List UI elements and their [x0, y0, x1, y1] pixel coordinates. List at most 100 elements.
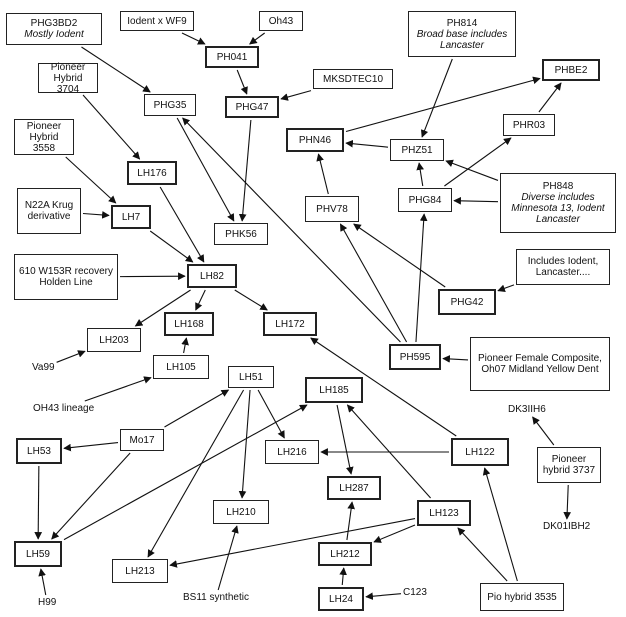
node-title: PHG35 — [153, 99, 187, 111]
label-h99: H99 — [38, 597, 57, 608]
node-iodent-wf9: Iodent x WF9 — [120, 11, 194, 31]
node-lh7: LH7 — [111, 205, 151, 229]
edge-Pioneer3558-to-LH7 — [65, 156, 117, 204]
edge-LH185-to-LH287 — [336, 404, 354, 475]
node-subtitle: Mostly Iodent — [24, 29, 84, 40]
node-title: LH168 — [174, 318, 204, 330]
node-pioneer-3558: Pioneer Hybrid 3558 — [14, 119, 74, 155]
edge-Oh43top-to-PH041 — [249, 32, 265, 45]
node-title: LH203 — [99, 334, 129, 346]
node-pio-3535: Pio hybrid 3535 — [480, 583, 564, 611]
node-title: PHG42 — [450, 296, 484, 308]
node-lh53: LH53 — [16, 438, 62, 464]
node-title: LH59 — [26, 548, 50, 560]
node-title: MKSDTEC10 — [322, 73, 383, 85]
node-title: LH213 — [125, 565, 155, 577]
edge-PHG47-to-PHK56 — [238, 119, 252, 222]
node-lh168: LH168 — [164, 312, 214, 336]
node-lh24: LH24 — [318, 587, 364, 611]
edge-PH814-to-PHZ51 — [420, 58, 453, 138]
node-title: PHBE2 — [554, 64, 588, 76]
node-phg47: PHG47 — [225, 96, 279, 118]
node-title: PHR03 — [512, 119, 546, 131]
edge-Va99-to-LH203 — [56, 350, 86, 363]
edge-LH24-to-LH212 — [339, 567, 347, 586]
edge-LH176-to-LH82 — [159, 186, 205, 263]
edge-Mo17-to-LH51 — [164, 389, 230, 428]
node-title: PH041 — [216, 51, 248, 63]
node-lh59: LH59 — [14, 541, 62, 567]
edge-PH848-to-PHG84 — [453, 196, 499, 205]
node-title: LH210 — [226, 506, 256, 518]
edge-Mo17-to-LH53 — [63, 442, 119, 452]
edge-IodentWF9-to-PH041 — [181, 32, 206, 45]
edge-Pio3535-to-LH123 — [457, 527, 508, 582]
edge-LH82-to-LH172 — [234, 289, 268, 311]
edge-Pio3535-to-LH122 — [482, 467, 518, 582]
edge-LH212-to-LH287 — [346, 501, 355, 541]
node-title: LH185 — [319, 384, 349, 396]
node-title: PHZ51 — [401, 144, 433, 156]
node-lh51: LH51 — [228, 366, 274, 388]
edge-PHG84-to-PHR03 — [444, 137, 512, 187]
node-title: Pioneer hybrid 3737 — [542, 454, 596, 476]
node-title: PH848 — [542, 181, 574, 192]
node-title: PHN46 — [298, 134, 332, 146]
node-subtitle: Broad base includes Lancaster — [416, 28, 508, 51]
node-pioneer-3704: Pioneer Hybrid 3704 — [38, 62, 98, 95]
edge-PHG42-to-PHV78 — [353, 223, 446, 288]
edge-LH7-to-LH82 — [149, 230, 194, 263]
edge-BS11-to-LH210 — [217, 525, 239, 591]
label-va99: Va99 — [32, 362, 55, 373]
node-title: LH176 — [137, 167, 167, 179]
node-title: LH212 — [330, 548, 360, 560]
edge-Pioneer3737-to-DK3IIH6 — [532, 416, 555, 446]
edge-Mo17-to-LH59 — [51, 452, 131, 540]
node-title: Pio hybrid 3535 — [487, 591, 557, 603]
edge-LH53-to-LH59 — [34, 465, 43, 540]
label-oh43-lineage: OH43 lineage — [33, 403, 95, 414]
node-title: PHG47 — [235, 101, 269, 113]
edge-PHN46-to-PHBE2 — [345, 76, 541, 133]
node-phg42: PHG42 — [438, 289, 496, 315]
edge-IncludesIodent-to-PHG42 — [497, 284, 515, 292]
edge-PHG35-to-PHK56 — [176, 117, 235, 222]
node-ph848: PH848 Diverse includes Minnesota 13, Iod… — [500, 173, 616, 233]
node-lh287: LH287 — [327, 476, 381, 500]
edge-PH848-to-PHZ51 — [445, 159, 499, 181]
edge-OH43lineage-to-LH105 — [84, 376, 152, 402]
node-subtitle: Diverse includes Minnesota 13, Iodent La… — [511, 192, 605, 225]
node-title: PHG3BD2 — [30, 18, 78, 29]
edge-PH595-to-PHG84 — [415, 213, 428, 343]
label-bs11-synthetic: BS11 synthetic — [183, 592, 249, 603]
edge-PH041-to-PHG47 — [236, 69, 248, 95]
node-pioneer-female: Pioneer Female Composite, Oh07 Midland Y… — [470, 337, 610, 391]
edge-PH595-to-PHG35 — [182, 117, 401, 343]
edge-PHG3BD2-to-PHG35 — [81, 46, 151, 93]
edge-LH51-to-LH213 — [147, 389, 245, 558]
node-phk56: PHK56 — [214, 223, 268, 245]
node-lh216: LH216 — [265, 440, 319, 464]
node-phg3bd2: PHG3BD2 Mostly Iodent — [6, 13, 102, 45]
node-ph041: PH041 — [205, 46, 259, 68]
node-phg84: PHG84 — [398, 188, 452, 212]
edge-LH59-to-LH185 — [63, 404, 308, 541]
edge-LH123-to-LH213 — [169, 517, 416, 568]
node-phg35: PHG35 — [144, 94, 196, 116]
edge-C123-to-LH24 — [365, 592, 402, 601]
node-pioneer-3737: Pioneer hybrid 3737 — [537, 447, 601, 483]
node-lh210: LH210 — [213, 500, 269, 524]
node-title: Pioneer Female Composite, Oh07 Midland Y… — [478, 353, 602, 375]
edge-LH105-to-LH168 — [181, 337, 189, 354]
edge-MKSDTEC10-to-PHG47 — [280, 90, 312, 101]
node-mksdtec10: MKSDTEC10 — [313, 69, 393, 89]
node-title: 610 W153R recovery Holden Line — [19, 266, 113, 288]
node-lh105: LH105 — [153, 355, 209, 379]
node-title: LH51 — [239, 371, 263, 383]
node-mo17: Mo17 — [120, 429, 164, 451]
edge-Pioneer3704-to-LH176 — [82, 94, 141, 160]
node-ph595: PH595 — [389, 344, 441, 370]
node-lh172: LH172 — [263, 312, 317, 336]
